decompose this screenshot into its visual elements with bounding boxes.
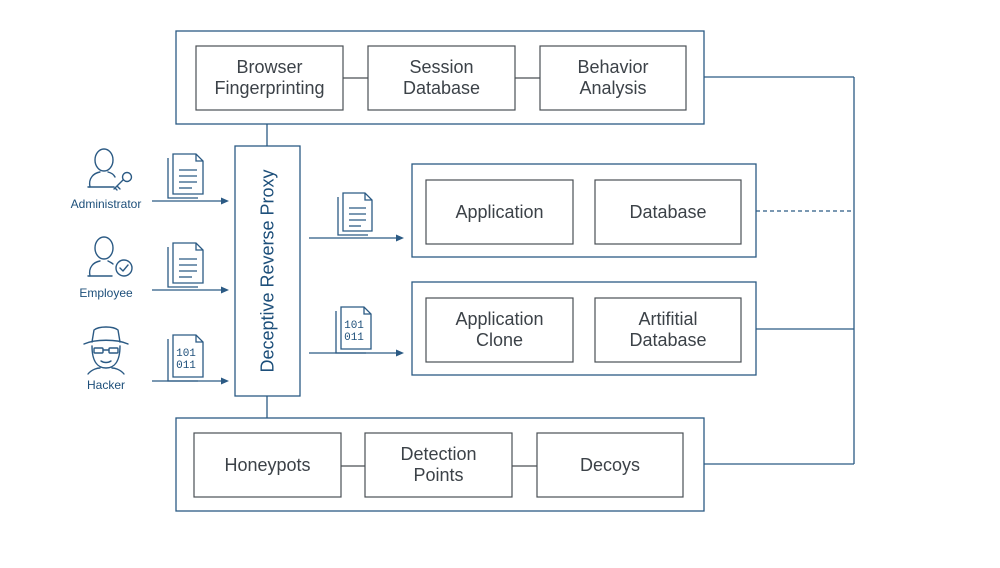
- database-label: Database: [629, 201, 707, 222]
- actor-label-hacker: Hacker: [86, 378, 125, 392]
- application-clone-box: [425, 297, 574, 363]
- document-icon: [167, 153, 204, 199]
- database-box: [594, 179, 742, 245]
- document-icon: [167, 242, 204, 288]
- honeypots-box: [193, 432, 342, 498]
- detection-points-box: [364, 432, 513, 498]
- user-key-icon: [87, 148, 133, 191]
- session-database-label: Session Database: [402, 57, 481, 98]
- proxy-label: Deceptive Reverse Proxy: [257, 169, 277, 373]
- honeypots-label: Honeypots: [224, 454, 311, 475]
- actor-label-employee: Employee: [79, 286, 133, 300]
- decoys-label: Decoys: [579, 454, 641, 475]
- application-clone-label: Application Clone: [455, 309, 544, 350]
- hacker-icon: [83, 326, 129, 375]
- application-box: [425, 179, 574, 245]
- browser-fingerprinting-label: Browser Fingerprinting: [214, 57, 325, 98]
- detection-points-label: Detection Points: [400, 444, 477, 485]
- binary-document-icon: [167, 334, 204, 382]
- deceptive-reverse-proxy: Deceptive Reverse Proxy: [235, 146, 300, 396]
- actor-label-administrator: Administrator: [70, 197, 142, 211]
- document-icon: [337, 192, 373, 236]
- binary-document-icon: [335, 306, 372, 354]
- artificial-database-box: [594, 297, 742, 363]
- decoys-box: [536, 432, 684, 498]
- user-check-icon: [87, 236, 133, 277]
- application-label: Application: [455, 201, 544, 222]
- behavior-analysis-label: Behavior Analysis: [577, 57, 649, 98]
- artificial-database-label: Artifitial Database: [629, 309, 707, 350]
